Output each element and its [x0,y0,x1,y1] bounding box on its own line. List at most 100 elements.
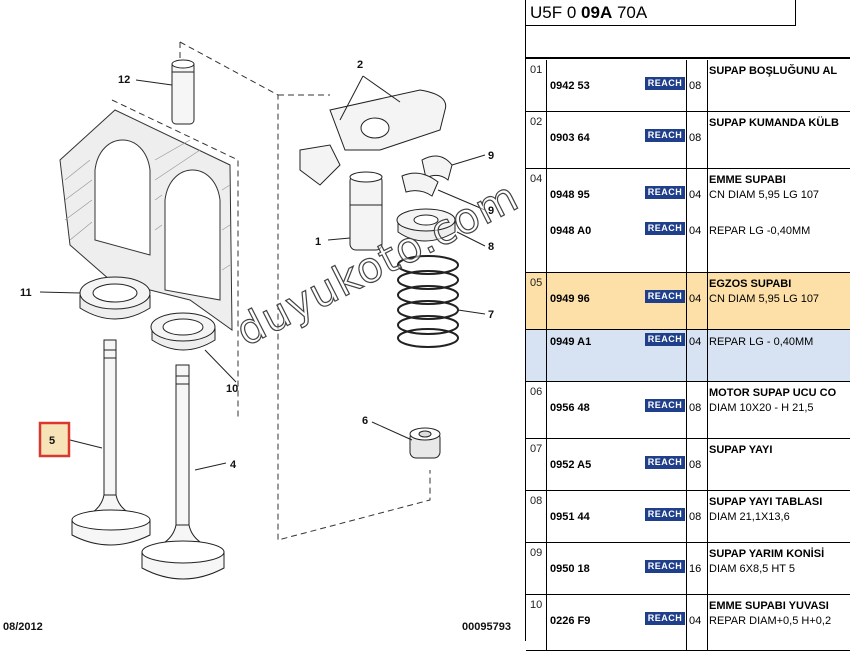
part-reference[interactable]: 0949 96 [550,293,590,305]
exhaust-valve-5 [71,339,151,546]
part-name: EMME SUPABI YUVASI [709,600,829,612]
intake-valve-4 [141,364,225,580]
callout-12: 12 [118,74,130,86]
callout-10: 10 [226,383,238,395]
row-index: 06 [530,386,543,398]
quantity: 16 [689,563,702,575]
part-description: REPAR LG -0,40MM [709,225,811,237]
part-reference[interactable]: 0956 48 [550,402,590,414]
column-divider [686,439,687,490]
valve-seat-ring-11 [79,276,151,320]
column-divider [546,330,547,381]
quantity: 08 [689,80,702,92]
highlight-box [38,421,71,458]
callout-5: 5 [49,435,55,447]
quantity: 04 [689,225,702,237]
row-index: 02 [530,116,543,128]
callout-11: 11 [20,287,32,299]
part-description: DIAM 21,1X13,6 [709,511,790,523]
row-index: 09 [530,547,543,559]
column-divider [546,491,547,542]
column-divider [707,169,708,272]
hydraulic-lifter-1 [349,171,383,251]
part-name: SUPAP BOŞLUĞUNU AL [709,65,838,77]
column-divider [707,330,708,381]
row-index: 05 [530,277,543,289]
spring-retainer-8 [396,208,456,242]
column-divider [546,595,547,650]
stem-seal-6 [409,427,441,459]
header-spacer [526,27,850,59]
row-index: 04 [530,173,543,185]
row-index: 10 [530,599,543,611]
reach-badge: REACH [645,129,685,142]
part-description: CN DIAM 5,95 LG 107 [709,293,820,305]
part-name: SUPAP KUMANDA KÜLB [709,117,839,129]
quantity: 08 [689,459,702,471]
callout-labels: 12 2 1 9 9 8 7 6 11 10 4 5 [20,59,494,471]
parts-row[interactable]: 10 EMME SUPABI YUVASI 0226 F9 REACH 04 REPAR … [526,595,850,651]
column-divider [686,543,687,594]
column-divider [707,112,708,168]
part-reference[interactable]: 0948 A0 [550,225,592,237]
part-reference[interactable]: 0950 18 [550,563,590,575]
part-name: SUPAP YAYI TABLASI [709,496,823,508]
exploded-parts-diagram: 12 2 1 9 9 8 7 6 11 10 4 5 08/2012 00095… [3,41,511,633]
column-divider [707,491,708,542]
part-reference[interactable]: 0903 64 [550,132,590,144]
part-description: REPAR LG - 0,40MM [709,336,814,348]
document-number: 00095793 [462,621,511,633]
column-divider [686,60,687,111]
valve-cotters-9 [401,155,453,197]
column-divider [546,382,547,438]
cylinder-head-section [59,109,233,331]
column-divider [707,382,708,438]
callout-9b: 9 [488,205,494,217]
reach-badge: REACH [645,508,685,521]
callout-9a: 9 [488,150,494,162]
leader-lines [39,75,486,471]
quantity: 04 [689,615,702,627]
column-divider [686,112,687,168]
column-divider [707,439,708,490]
part-description: DIAM 6X8,5 HT 5 [709,563,795,575]
part-name: EGZOS SUPABI [709,278,792,290]
part-reference[interactable]: 0952 A5 [550,459,592,471]
column-divider [707,273,708,329]
part-reference[interactable]: 0949 A1 [550,336,592,348]
reach-badge: REACH [645,456,685,469]
column-divider [546,112,547,168]
reach-badge: REACH [645,399,685,412]
callout-8: 8 [488,241,494,253]
column-divider [546,273,547,329]
reach-badge: REACH [645,290,685,303]
quantity: 04 [689,336,702,348]
part-description: CN DIAM 5,95 LG 107 [709,189,820,201]
part-description: REPAR DIAM+0,5 H+0,2 [709,615,832,627]
row-index: 01 [530,64,543,76]
quantity: 04 [689,189,702,201]
part-reference[interactable]: 0226 F9 [550,615,591,627]
reach-badge: REACH [645,222,685,235]
part-reference[interactable]: 0942 53 [550,80,590,92]
part-reference[interactable]: 0951 44 [550,511,590,523]
reach-badge: REACH [645,612,685,625]
column-divider [686,169,687,272]
column-divider [546,169,547,272]
quantity: 08 [689,511,702,523]
callout-6: 6 [362,415,368,427]
part-name: MOTOR SUPAP UCU CO [709,387,837,399]
part-reference[interactable]: 0948 95 [550,189,590,201]
part-name: SUPAP YARIM KONİSİ [709,548,825,560]
part-description: DIAM 10X20 - H 21,5 [709,402,814,414]
